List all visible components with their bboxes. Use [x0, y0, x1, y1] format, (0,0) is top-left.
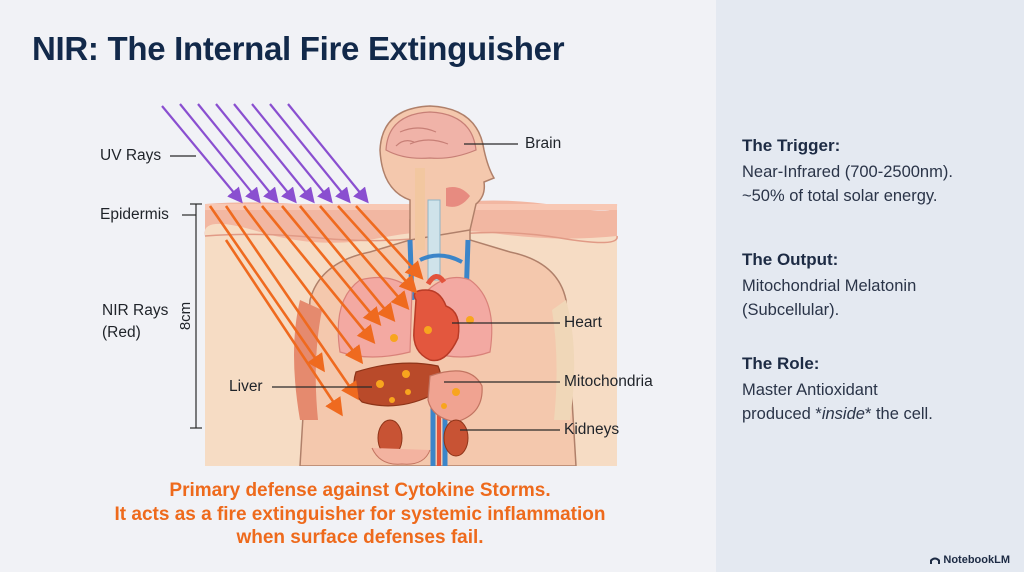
- uv-rays: [161, 103, 369, 204]
- role-section: The Role: Master Antioxidant produced *i…: [742, 354, 1012, 426]
- kidneys-label: Kidneys: [564, 421, 620, 438]
- role-heading: The Role:: [742, 354, 820, 373]
- role-emphasis: inside: [821, 405, 865, 423]
- info-panel: [716, 0, 1024, 572]
- caption-line-1: Primary defense against Cytokine Storms.: [169, 480, 551, 501]
- depth-label: 8cm: [177, 302, 194, 330]
- output-line-1: Mitochondrial Melatonin: [742, 277, 917, 295]
- caption-line-2: It acts as a fire extinguisher for syste…: [114, 503, 606, 525]
- leader-lines: [170, 143, 560, 431]
- notebooklm-logo-icon: [930, 557, 941, 564]
- heart-label: Heart: [564, 314, 602, 331]
- nir-rays: [208, 205, 424, 417]
- role-prefix: produced *: [742, 405, 822, 423]
- liver-label: Liver: [229, 378, 263, 395]
- heart: [413, 274, 460, 362]
- role-line-1: Master Antioxidant: [742, 381, 878, 399]
- stomach: [427, 370, 483, 423]
- epidermis-label: Epidermis: [100, 206, 169, 223]
- brain-label: Brain: [525, 135, 562, 152]
- mitochondria-label: Mitochondria: [564, 373, 653, 390]
- page-title: NIR: The Internal Fire Extinguisher: [32, 30, 565, 67]
- output-line-2: (Subcellular).: [742, 301, 840, 319]
- uv-rays-label: UV Rays: [100, 147, 162, 164]
- trigger-heading: The Trigger:: [742, 136, 841, 155]
- output-section: The Output: Mitochondrial Melatonin (Sub…: [742, 250, 1012, 322]
- trigger-line-1: Near-Infrared (700-2500nm).: [742, 163, 953, 181]
- brand-badge: NotebookLM: [930, 554, 1010, 566]
- role-suffix: * the cell.: [864, 405, 933, 423]
- role-line-2: produced *inside* the cell.: [742, 402, 1012, 426]
- brand-label: NotebookLM: [943, 554, 1010, 566]
- caption-line-3: when surface defenses fail.: [236, 527, 484, 548]
- kidneys: [371, 419, 469, 465]
- trigger-line-2: ~50% of total solar energy.: [742, 187, 938, 205]
- nir-rays-sublabel: (Red): [102, 324, 141, 341]
- anatomy-diagram: 8cm: [161, 103, 618, 466]
- head: [379, 105, 496, 250]
- output-heading: The Output:: [742, 250, 839, 269]
- caption: Primary defense against Cytokine Storms.…: [60, 479, 660, 550]
- nir-rays-label: NIR Rays: [102, 302, 169, 319]
- trigger-section: The Trigger: Near-Infrared (700-2500nm).…: [742, 136, 1012, 208]
